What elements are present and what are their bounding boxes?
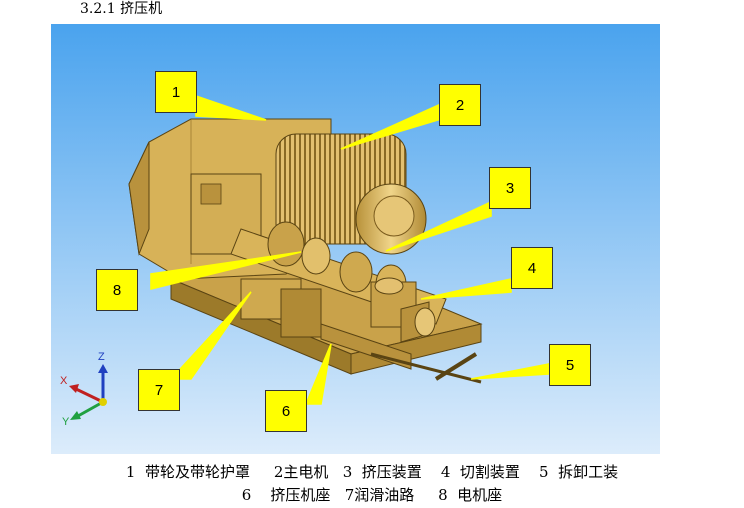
coordinate-triad (69, 364, 108, 420)
removal-tool (370, 352, 482, 384)
caption-line-2: 6 挤压机座 7润滑油路 8 电机座 (241, 486, 503, 504)
callout-6: 6 (265, 390, 307, 432)
callout-8: 8 (96, 269, 138, 311)
axis-x-label: X (60, 375, 68, 387)
axis-z-label: Z (98, 351, 105, 363)
caption-line-1: 1 带轮及带轮护罩 2主电机 3 挤压装置 4 切割装置 5 拆卸工装 (125, 463, 619, 481)
axis-y-label: Y (62, 416, 70, 428)
callout-7: 7 (138, 369, 180, 411)
leader-lines (150, 94, 550, 405)
callout-4: 4 (511, 247, 553, 289)
callout-3: 3 (489, 167, 531, 209)
extruder-figure: 1 2 3 4 5 6 7 8 Z X Y (51, 24, 660, 454)
section-heading: 3.2.1 挤压机 (80, 1, 163, 17)
callout-1: 1 (155, 71, 197, 113)
callout-5: 5 (549, 344, 591, 386)
callout-2: 2 (439, 84, 481, 126)
